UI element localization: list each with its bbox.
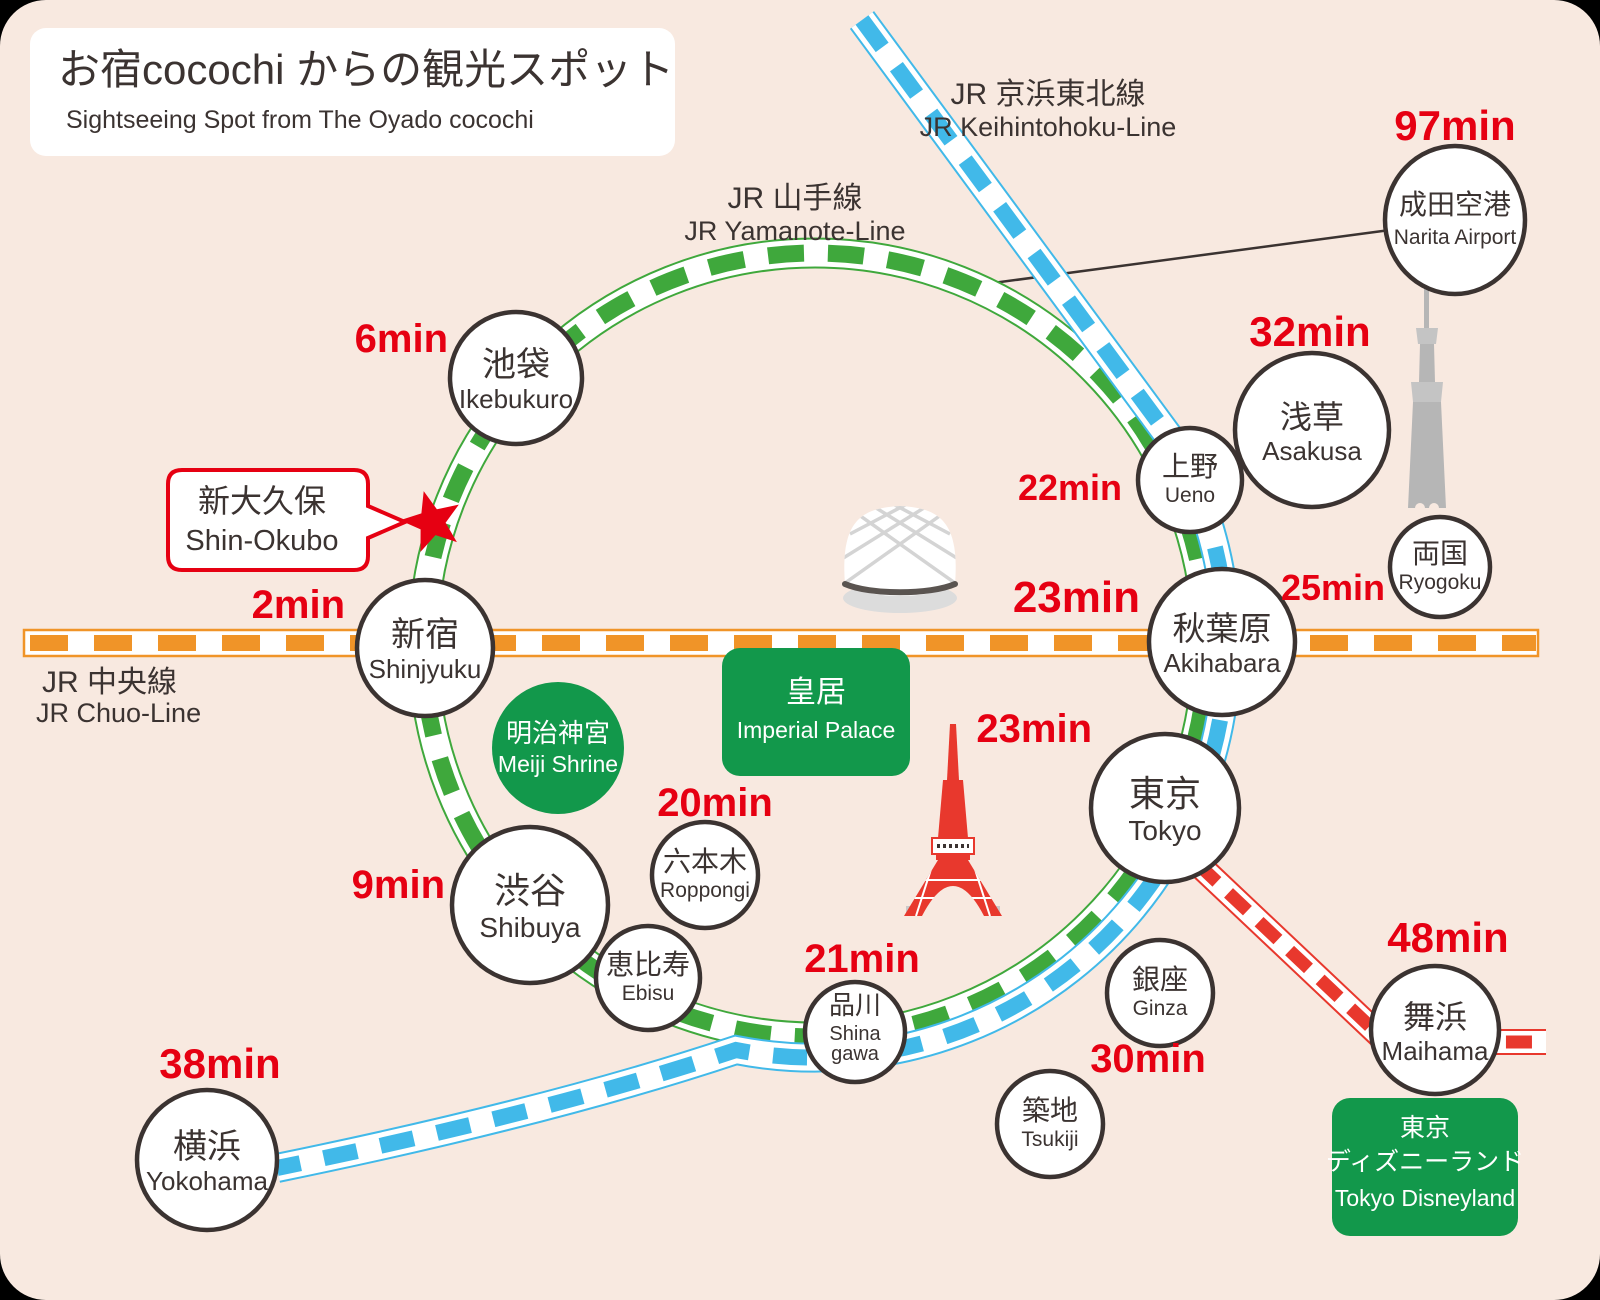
station-label: Shinjyuku — [369, 654, 482, 684]
station-label: 恵比寿 — [606, 949, 690, 980]
station-label: Roppongi — [660, 879, 750, 902]
origin-callout: 新大久保 Shin-Okubo — [166, 468, 411, 572]
title-card: お宿cocochi からの観光スポット Sightseeing Spot fro… — [30, 28, 675, 156]
tokyo-tower-icon — [904, 724, 1002, 916]
station-asakusa: 浅草 Asakusa — [1232, 350, 1392, 510]
meiji-shrine-label-en: Meiji Shrine — [498, 751, 618, 777]
station-label: Asakusa — [1262, 436, 1362, 466]
tokyo-skytree-icon — [1408, 276, 1446, 513]
station-label: 浅草 — [1280, 399, 1344, 435]
station-label: 品川 — [829, 990, 881, 1020]
station-label: Shibuya — [479, 912, 581, 943]
minutes-shibuya: 9min — [352, 863, 445, 907]
minutes-tokyo: 23min — [976, 707, 1092, 751]
station-label: Ebisu — [622, 982, 675, 1005]
keihintohoku-line-label-jp: JR 京浜東北線 — [951, 78, 1146, 111]
station-label: 渋谷 — [494, 870, 566, 911]
station-label: 池袋 — [482, 346, 550, 384]
meiji-shrine-label-jp: 明治神宮 — [506, 718, 610, 748]
station-label: 新宿 — [391, 616, 459, 654]
disneyland-label-jp2: ディズニーランド — [1326, 1148, 1524, 1176]
station-label: Tokyo — [1128, 815, 1201, 846]
station-yokohama: 横浜 Yokohama — [134, 1087, 280, 1233]
minutes-akihabara: 23min — [1013, 573, 1140, 622]
origin-label-en: Shin-Okubo — [185, 525, 338, 557]
minutes-maihama: 48min — [1387, 914, 1508, 961]
station-ginza: 銀座 Ginza — [1104, 937, 1216, 1049]
station-shibuya: 渋谷 Shibuya — [449, 824, 611, 986]
station-ikebukuro: 池袋 Ikebukuro — [447, 309, 585, 447]
station-label: Akihabara — [1163, 648, 1281, 678]
minutes-yokohama: 38min — [159, 1040, 280, 1087]
station-label: 銀座 — [1132, 964, 1188, 995]
station-shinjuku: 新宿 Shinjyuku — [354, 577, 496, 719]
station-label: Ikebukuro — [459, 384, 573, 414]
imperial-palace-label-en: Imperial Palace — [737, 717, 896, 743]
minutes-ryogoku: 25min — [1281, 567, 1385, 608]
minutes-shinagawa: 21min — [804, 937, 920, 981]
station-maihama: 舞浜 Maihama — [1368, 963, 1502, 1097]
chuo-line-label-jp: JR 中央線 — [42, 666, 177, 699]
station-label: Tsukiji — [1021, 1128, 1078, 1151]
landmark-imperial-palace: 皇居 Imperial Palace — [722, 648, 910, 776]
page-subtitle: Sightseeing Spot from The Oyado cocochi — [66, 106, 534, 134]
station-label: 秋葉原 — [1173, 610, 1272, 647]
station-label: 上野 — [1162, 451, 1218, 482]
station-label: Narita Airport — [1394, 226, 1517, 249]
station-label: 成田空港 — [1399, 189, 1511, 220]
station-tokyo: 東京 Tokyo — [1088, 731, 1242, 885]
keihintohoku-line-label-en: JR Keihintohoku-Line — [920, 112, 1177, 142]
yamanote-line-label-jp: JR 山手線 — [728, 182, 863, 215]
yamanote-line-label-en: JR Yamanote-Line — [684, 216, 905, 246]
station-shinagawa: 品川 Shina gawa — [802, 979, 908, 1085]
station-ebisu: 恵比寿 Ebisu — [593, 923, 703, 1033]
station-label: 六本木 — [663, 846, 747, 877]
imperial-palace-label-jp: 皇居 — [786, 676, 846, 709]
station-label: Shina — [829, 1023, 881, 1045]
station-label: Ginza — [1133, 997, 1188, 1020]
landmark-tokyo-disneyland: 東京 ディズニーランド Tokyo Disneyland — [1326, 1098, 1524, 1236]
disneyland-label-en: Tokyo Disneyland — [1335, 1185, 1515, 1211]
station-label: 両国 — [1412, 538, 1468, 569]
station-narita-airport: 成田空港 Narita Airport — [1382, 143, 1528, 297]
station-akihabara: 秋葉原 Akihabara — [1146, 566, 1298, 718]
station-label: Ryogoku — [1399, 571, 1482, 594]
minutes-shinjuku: 2min — [252, 583, 345, 627]
tokyo-dome-icon — [842, 506, 958, 613]
landmark-meiji-shrine: 明治神宮 Meiji Shrine — [492, 682, 624, 814]
station-roppongi: 六本木 Roppongi — [649, 819, 761, 931]
minutes-asakusa: 32min — [1249, 308, 1370, 355]
minutes-ginza: 30min — [1090, 1037, 1206, 1081]
minutes-roppongi: 20min — [657, 781, 773, 825]
station-ueno: 上野 Ueno — [1135, 425, 1245, 535]
minutes-narita: 97min — [1394, 102, 1515, 149]
chuo-line-label-en: JR Chuo-Line — [36, 698, 201, 728]
station-label: 東京 — [1129, 773, 1201, 814]
station-label: Ueno — [1165, 484, 1215, 507]
station-label: gawa — [831, 1043, 880, 1065]
station-label: 舞浜 — [1403, 999, 1467, 1035]
origin-star-icon — [400, 491, 459, 552]
page-title: お宿cocochi からの観光スポット — [58, 46, 674, 93]
origin-label-jp: 新大久保 — [198, 483, 326, 519]
station-label: 横浜 — [173, 1128, 241, 1166]
station-label: 築地 — [1022, 1095, 1078, 1126]
station-ryogoku: 両国 Ryogoku — [1387, 514, 1493, 620]
station-tsukiji: 築地 Tsukiji — [994, 1068, 1106, 1180]
station-label: Maihama — [1382, 1036, 1489, 1066]
minutes-ueno: 22min — [1018, 467, 1122, 508]
minutes-ikebukuro: 6min — [355, 317, 448, 361]
disneyland-label-jp1: 東京 — [1400, 1114, 1450, 1142]
station-label: Yokohama — [146, 1166, 268, 1196]
